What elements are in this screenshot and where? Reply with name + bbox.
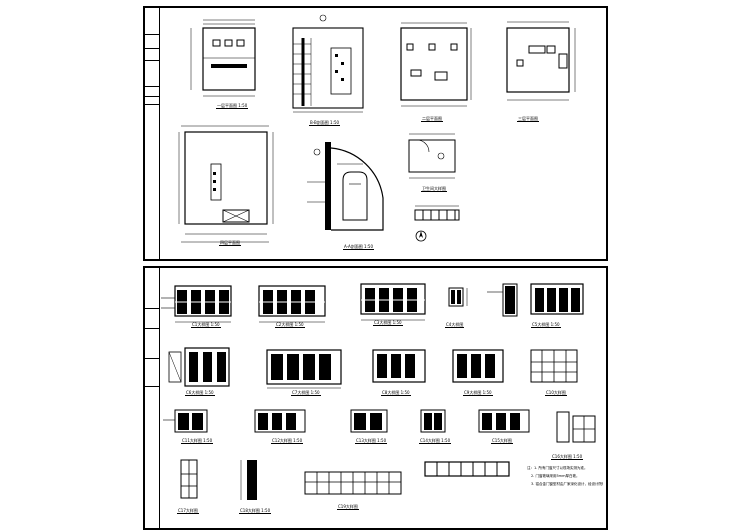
caption-plan-1: 一层平面图 1:50 bbox=[216, 103, 249, 109]
window-c5 bbox=[487, 283, 584, 317]
caption-toilet-detail: 卫生间大样图 bbox=[421, 186, 447, 192]
floor-plan-1 bbox=[190, 19, 256, 97]
caption-c9: C9大样图 1:50 bbox=[463, 390, 493, 396]
window-c15 bbox=[478, 409, 530, 433]
caption-c6: C6大样图 1:50 bbox=[185, 390, 215, 396]
stair-detail bbox=[414, 205, 460, 221]
note-line-2: 2. 门窗玻璃采用5mm厚白玻。 bbox=[531, 474, 580, 478]
note-line-1: 注：1. 所有门窗尺寸以现场实测为准。 bbox=[527, 466, 588, 470]
caption-c12: C12大样图 1:50 bbox=[271, 438, 304, 444]
window-c18 bbox=[240, 460, 257, 500]
caption-c2: C2大样图 1:50 bbox=[275, 322, 305, 328]
caption-c3: C3大样图 1:50 bbox=[373, 320, 403, 326]
toilet-detail bbox=[408, 133, 456, 179]
drawing-sheet-2: C1大样图 1:50 C2大样图 1:50 C3大样图 1:50 C4大样图 C… bbox=[143, 266, 608, 530]
window-c10 bbox=[530, 349, 578, 383]
window-c6 bbox=[168, 347, 230, 387]
window-c11 bbox=[163, 409, 208, 433]
window-c2 bbox=[258, 285, 326, 323]
window-c3 bbox=[360, 283, 426, 321]
window-c9 bbox=[452, 349, 504, 383]
window-c4 bbox=[448, 287, 468, 307]
caption-c4: C4大样图 bbox=[445, 322, 465, 328]
caption-c19: C19大样图 bbox=[337, 504, 359, 510]
window-c8 bbox=[372, 349, 426, 383]
caption-c5: C5大样图 1:50 bbox=[531, 322, 561, 328]
caption-c18: C18大样图 1:50 bbox=[239, 508, 272, 514]
caption-c11: C11大样图 1:50 bbox=[181, 438, 214, 444]
floor-plan-large bbox=[178, 125, 274, 243]
window-c12 bbox=[254, 409, 306, 433]
drawing-sheet-1: 一层平面图 1:50 B-B剖面图 1:50 二层平面图 bbox=[143, 6, 608, 261]
caption-c15: C15大样图 bbox=[491, 438, 513, 444]
caption-section-a: A-A剖面图 1:50 bbox=[343, 244, 374, 250]
window-c17 bbox=[180, 459, 198, 499]
caption-section-b: B-B剖面图 1:50 bbox=[309, 120, 341, 126]
window-strip bbox=[424, 461, 510, 477]
caption-c7: C7大样图 1:50 bbox=[291, 390, 321, 396]
floor-plan-4 bbox=[506, 21, 576, 101]
floor-plan-3 bbox=[400, 22, 472, 107]
caption-c1: C1大样图 1:50 bbox=[191, 322, 221, 328]
window-c1 bbox=[161, 285, 232, 323]
caption-plan-large: 四层平面图 bbox=[219, 240, 241, 246]
section-view-a bbox=[307, 142, 384, 231]
window-c19 bbox=[304, 471, 402, 495]
title-block-strip-2 bbox=[145, 268, 160, 528]
caption-c13: C13大样图 1:50 bbox=[355, 438, 388, 444]
note-line-3: 3. 铝合金门窗型材由厂家深化设计，经设计院确认后方可施工。 bbox=[531, 482, 603, 486]
caption-c16: C16大样图 1:50 bbox=[551, 454, 584, 460]
caption-c8: C8大样图 1:50 bbox=[381, 390, 411, 396]
caption-c17: C17大样图 bbox=[177, 508, 199, 514]
window-c7 bbox=[266, 349, 342, 389]
title-block-strip bbox=[145, 8, 160, 259]
caption-plan-4: 三层平面图 bbox=[517, 116, 539, 122]
window-c14 bbox=[420, 409, 446, 433]
window-c13 bbox=[350, 409, 388, 433]
window-c16 bbox=[556, 411, 596, 443]
north-arrow-icon bbox=[415, 230, 427, 242]
caption-plan-3: 二层平面图 bbox=[421, 116, 443, 122]
caption-c14: C14大样图 1:50 bbox=[419, 438, 452, 444]
section-view-b bbox=[292, 14, 364, 113]
caption-c10: C10大样图 bbox=[545, 390, 567, 396]
